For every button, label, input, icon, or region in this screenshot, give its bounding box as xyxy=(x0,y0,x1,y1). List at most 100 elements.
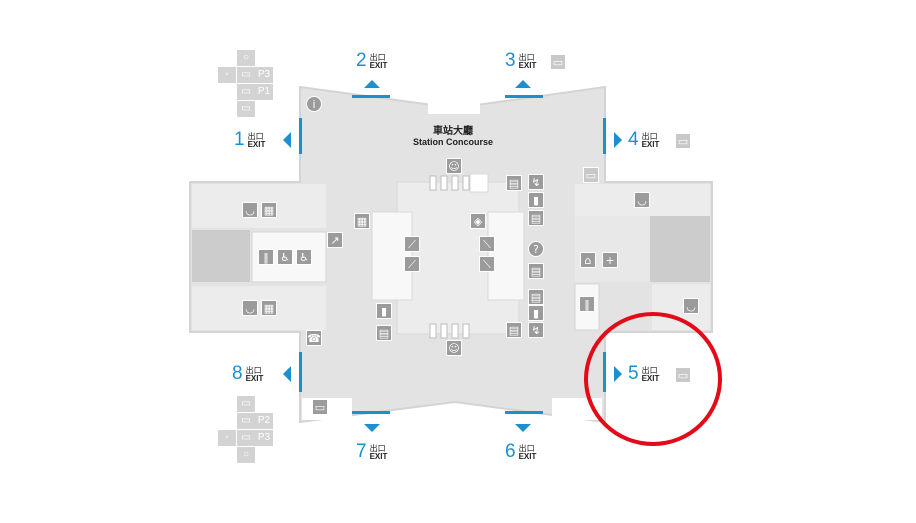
gate xyxy=(440,175,448,191)
west-shop-north xyxy=(192,184,326,228)
car-icon: ▭ xyxy=(675,133,691,149)
car-icon: ▭ xyxy=(237,67,255,83)
exit-7-line xyxy=(352,411,390,414)
telephone-icon: ☎ xyxy=(306,330,322,346)
exit-8-en: EXIT xyxy=(245,373,264,383)
exit-7-cn: 出口 xyxy=(369,443,386,453)
ticket-machine-icon: ▮ xyxy=(528,192,544,208)
toilet-icon: ‖ xyxy=(258,249,274,265)
restaurant-icon: ◡ xyxy=(634,192,650,208)
car-icon: ▭ xyxy=(237,430,255,446)
escalator-icon: ⟍ xyxy=(479,236,495,252)
exit-3-line xyxy=(505,95,543,98)
exit-7-number: 7 xyxy=(356,441,367,462)
gate xyxy=(429,323,437,339)
exit-2-cn: 出口 xyxy=(369,52,386,62)
exit-4-arrow xyxy=(614,132,622,148)
service-counter-icon: ▤ xyxy=(506,322,522,338)
exit-4-line xyxy=(603,118,606,154)
gift-shop-icon: ▦ xyxy=(261,300,277,316)
exit-7-arrow xyxy=(364,424,380,432)
ticket-machine-icon: ▮ xyxy=(376,303,392,319)
ticket-office-icon: ▤ xyxy=(528,263,544,279)
exit-2-en: EXIT xyxy=(369,60,388,70)
exit-1-en: EXIT xyxy=(247,139,266,149)
taxi-icon: ▭ xyxy=(237,396,255,412)
exit-8-cn: 出口 xyxy=(245,365,262,375)
taxi-icon: ▭ xyxy=(312,399,328,415)
shield-icon: ◈ xyxy=(470,213,486,229)
east-corridor xyxy=(650,216,710,282)
exit-1-arrow xyxy=(283,132,291,148)
luggage-icon: ▭ xyxy=(583,167,599,183)
exit-3-arrow xyxy=(515,80,531,88)
ticket-office-icon: ▤ xyxy=(528,289,544,305)
service-counter-icon: ▤ xyxy=(506,175,522,191)
west-shop-south xyxy=(192,286,326,330)
gate xyxy=(440,323,448,339)
ticket-office-icon: ▤ xyxy=(376,325,392,341)
stairs-icon: ⟋ xyxy=(404,236,420,252)
bicycle-icon: ○ xyxy=(237,447,255,463)
elevator-icon: ↗ xyxy=(327,232,343,248)
concourse-label-english: Station Concourse xyxy=(412,137,493,147)
motorcycle-icon: ◦ xyxy=(218,430,236,446)
concourse-label: 車站大廳 Station Concourse xyxy=(400,122,506,147)
exit-1-number: 1 xyxy=(234,129,245,150)
gate xyxy=(462,175,470,191)
accessible-icon: ♿ xyxy=(277,249,293,265)
platform-gap-north xyxy=(469,173,489,193)
exit-3-number: 3 xyxy=(505,50,516,71)
exit-1-cn: 出口 xyxy=(247,131,264,141)
bus-icon: ▭ xyxy=(550,54,566,70)
highlight-circle xyxy=(584,312,722,446)
person-icon: ☺ xyxy=(446,158,462,174)
ticket-gate-icon: ↯ xyxy=(528,322,544,338)
exit-8-line xyxy=(299,352,302,392)
parking-level-p2: P2 xyxy=(255,413,273,429)
exit-1-line xyxy=(299,118,302,154)
car-icon: ▭ xyxy=(237,413,255,429)
gift-shop-icon: ▦ xyxy=(261,202,277,218)
east-shop-mid xyxy=(575,216,650,282)
exit-2-arrow xyxy=(364,80,380,88)
bicycle-icon: ○ xyxy=(237,50,255,66)
nursing-room-icon: ⌂ xyxy=(580,252,596,268)
exit-6-line xyxy=(505,411,543,414)
exit-3-cn: 出口 xyxy=(518,52,535,62)
ticket-machine-icon: ▮ xyxy=(528,305,544,321)
gift-shop-icon: ▦ xyxy=(354,213,370,229)
exit-6-cn: 出口 xyxy=(518,443,535,453)
escalator-icon: ⟋ xyxy=(404,256,420,272)
restaurant-icon: ◡ xyxy=(242,300,258,316)
ticket-office-icon: ▤ xyxy=(528,210,544,226)
exit-6-arrow xyxy=(515,424,531,432)
toilet-icon: ‖ xyxy=(579,296,595,312)
gate xyxy=(429,175,437,191)
car-icon: ▭ xyxy=(237,84,255,100)
first-aid-icon: + xyxy=(602,252,618,268)
exit-6-en: EXIT xyxy=(518,451,537,461)
help-icon: ? xyxy=(528,241,544,257)
concourse-label-chinese: 車站大廳 xyxy=(433,126,473,137)
north-notch xyxy=(428,102,480,114)
exit-6-number: 6 xyxy=(505,441,516,462)
exit-8-number: 8 xyxy=(232,363,243,384)
gate xyxy=(451,323,459,339)
exit-4-cn: 出口 xyxy=(641,131,658,141)
exit-2-number: 2 xyxy=(356,50,367,71)
exit-4-number: 4 xyxy=(628,129,639,150)
exit-7-en: EXIT xyxy=(369,451,388,461)
accessible-toilet-icon: ♿ xyxy=(296,249,312,265)
west-corridor xyxy=(192,230,250,282)
taxi-icon: ▭ xyxy=(237,101,255,117)
motorcycle-icon: ◦ xyxy=(218,67,236,83)
